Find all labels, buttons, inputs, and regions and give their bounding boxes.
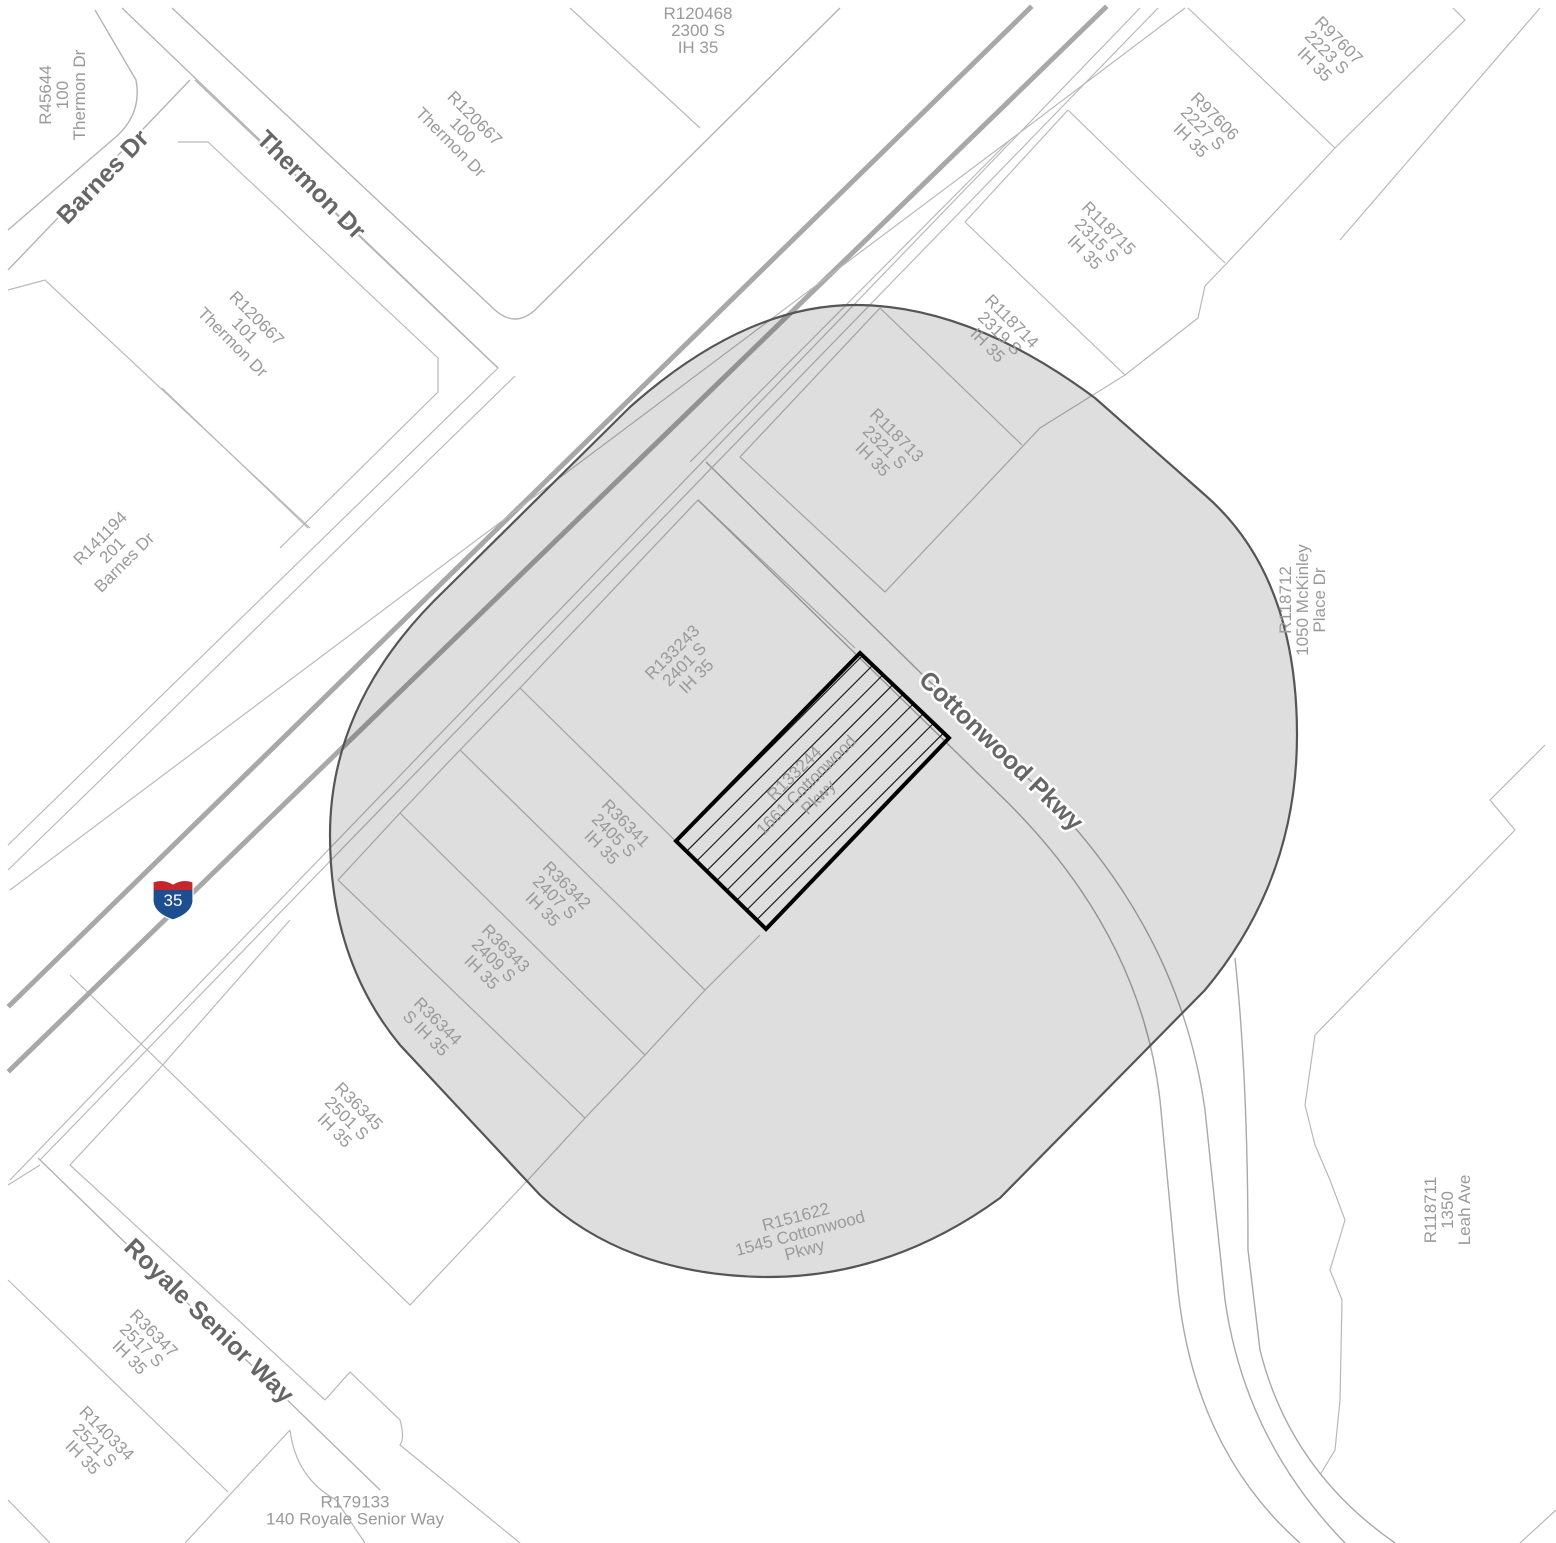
parcel-label-line: R118711 [1421,1177,1440,1243]
hatch-line [676,653,949,929]
parcel-label: R363452501 SIH 35 [307,1079,387,1159]
parcel-label: R976062227 SIH 35 [1163,89,1243,169]
parcel-label-line: R120468 [663,4,732,23]
parcel-label: R1187152315 SIH 35 [1054,198,1139,283]
parcel-label: R1187121050 McKinleyPlace Dr [1276,544,1329,656]
hatch-line [676,653,949,929]
parcel-label-line: R179133 [320,1493,389,1512]
cottonwood-pkwy-road [697,461,1396,1543]
parcel-label: R120667100Thermon Dr [412,80,514,182]
parcel-label-line: 1050 McKinley [1293,544,1312,656]
parcel-label-line: IH 35 [678,38,719,57]
parcel-label: R1187111350Leah Ave [1421,1175,1474,1246]
hatch-line [676,653,949,929]
hatch-line [676,653,949,929]
parcel-label-line: 1350 [1438,1191,1457,1229]
parcel-label-line: 2300 S [671,21,725,40]
notification-buffer-zone[interactable] [328,303,1299,1279]
parcel-label: R45644100Thermon Dr [36,49,89,140]
interstate-shield-icon: 35 [152,879,194,921]
parcel-label-line: Leah Ave [1455,1175,1474,1246]
hatch-line [676,653,949,929]
parcel-label: R363472517 SIH 35 [102,1306,182,1386]
street-label-thermon-dr: Thermon Dr [251,125,371,245]
shield-label: 35 [164,891,183,910]
parcel-label-line: R45644 [36,65,55,125]
hatch-line [676,653,949,929]
hatch-line [676,653,949,929]
parcel-label: R141194201Barnes Dr [67,504,159,596]
parcel-label-line: 100 [53,81,72,109]
parcel-label: R120667101Thermon Dr [194,280,296,382]
parcel-label-line: 140 Royale Senior Way [266,1510,444,1529]
hatch-line [676,653,949,929]
parcel-label-line: R118712 [1276,566,1295,634]
parcel-label: R1403342521 SIH 35 [52,1402,138,1488]
interstate-35-highway [6,4,1159,1181]
parcel-label-line: Thermon Dr [70,49,89,140]
street-label-barnes-dr: Barnes Dr [51,124,154,230]
hatch-line [676,653,949,929]
parcel-label: R976072223 SIH 35 [1287,13,1367,93]
parcel-boundaries [7,7,1556,1543]
parcel-label-line: Place Dr [1310,567,1329,633]
